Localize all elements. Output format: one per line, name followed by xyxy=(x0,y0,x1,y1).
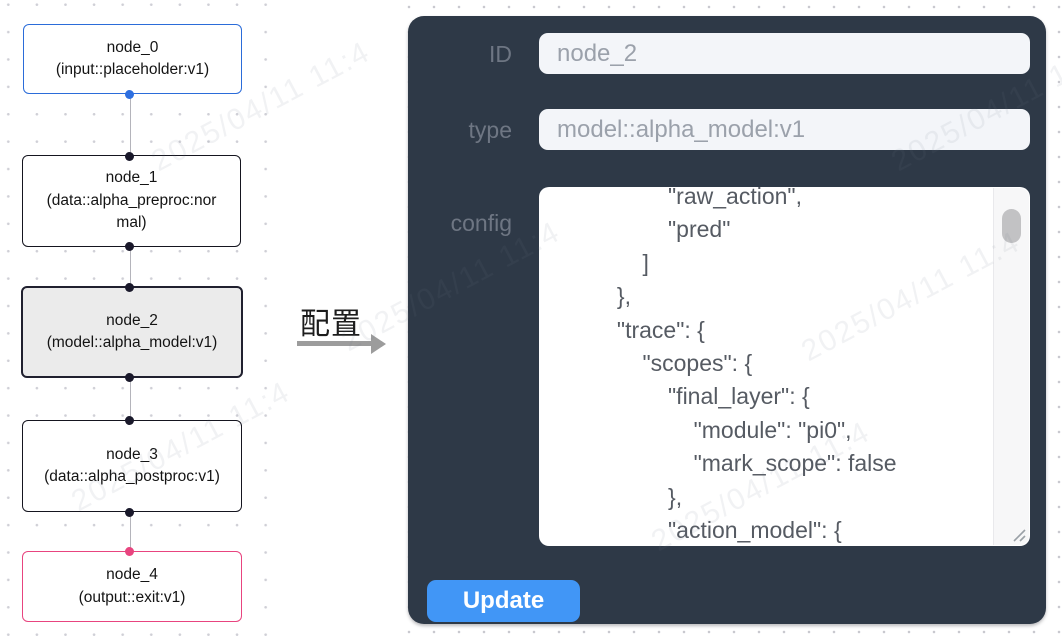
config-field-label: config xyxy=(450,210,512,236)
type-input[interactable] xyxy=(539,109,1030,150)
connection-handle-node4-target[interactable] xyxy=(125,547,134,556)
config-textarea[interactable]: "raw_action", "pred" ] }, "trace": { "sc… xyxy=(539,187,1030,546)
node-id-label: node_0 xyxy=(106,38,159,56)
flow-node-node_2-selected[interactable]: node_2(model::alpha_model:v1) xyxy=(21,286,243,378)
id-input[interactable] xyxy=(539,33,1030,74)
resize-handle-icon[interactable] xyxy=(1009,525,1027,543)
connection-handle-node0-source[interactable] xyxy=(125,90,134,99)
flow-node-node_4[interactable]: node_4(output::exit:v1) xyxy=(22,551,242,622)
type-field-label: type xyxy=(468,117,512,143)
connection-handle-node3-target[interactable] xyxy=(125,416,134,425)
node-type-label: (model::alpha_model:v1) xyxy=(46,334,218,351)
connection-handle-node2-target[interactable] xyxy=(125,283,134,292)
configure-label: 配置 xyxy=(300,308,362,341)
connection-handle-node1-target[interactable] xyxy=(125,152,134,161)
connection-handle-node1-source[interactable] xyxy=(125,242,134,251)
arrow-right-head-icon xyxy=(371,333,386,354)
node-id-label: node_3 xyxy=(106,445,158,463)
node-id-label: node_2 xyxy=(106,311,158,329)
flow-edge-2-3 xyxy=(129,377,132,420)
scrollbar-track[interactable] xyxy=(993,188,1029,545)
flow-node-node_3[interactable]: node_3(data::alpha_postproc:v1) xyxy=(22,420,242,512)
flow-edge-0-1 xyxy=(129,94,132,156)
node-type-label: (data::alpha_postproc:v1) xyxy=(44,468,220,485)
flow-node-node_0[interactable]: node_0(input::placeholder:v1) xyxy=(23,24,242,94)
node-type-label: (data::alpha_preproc:normal) xyxy=(46,191,217,232)
connection-handle-node3-source[interactable] xyxy=(125,508,134,517)
flow-edge-3-4 xyxy=(129,512,132,551)
flow-node-node_1[interactable]: node_1(data::alpha_preproc:normal) xyxy=(22,155,241,247)
node-id-label: node_1 xyxy=(105,169,158,187)
node-type-label: (output::exit:v1) xyxy=(78,588,186,606)
flow-edge-1-2 xyxy=(129,247,132,287)
node-id-label: node_4 xyxy=(106,566,158,583)
update-button[interactable]: Update xyxy=(427,580,580,622)
arrow-right-icon xyxy=(297,341,373,346)
scrollbar-thumb[interactable] xyxy=(1002,209,1021,243)
node-config-panel: ID type config "raw_action", "pred" ] },… xyxy=(408,16,1046,624)
node-type-label: (input::placeholder:v1) xyxy=(55,61,210,78)
config-json-text: "raw_action", "pred" ] }, "trace": { "sc… xyxy=(616,187,897,544)
id-field-label: ID xyxy=(489,41,512,67)
connection-handle-node2-source[interactable] xyxy=(125,373,134,382)
